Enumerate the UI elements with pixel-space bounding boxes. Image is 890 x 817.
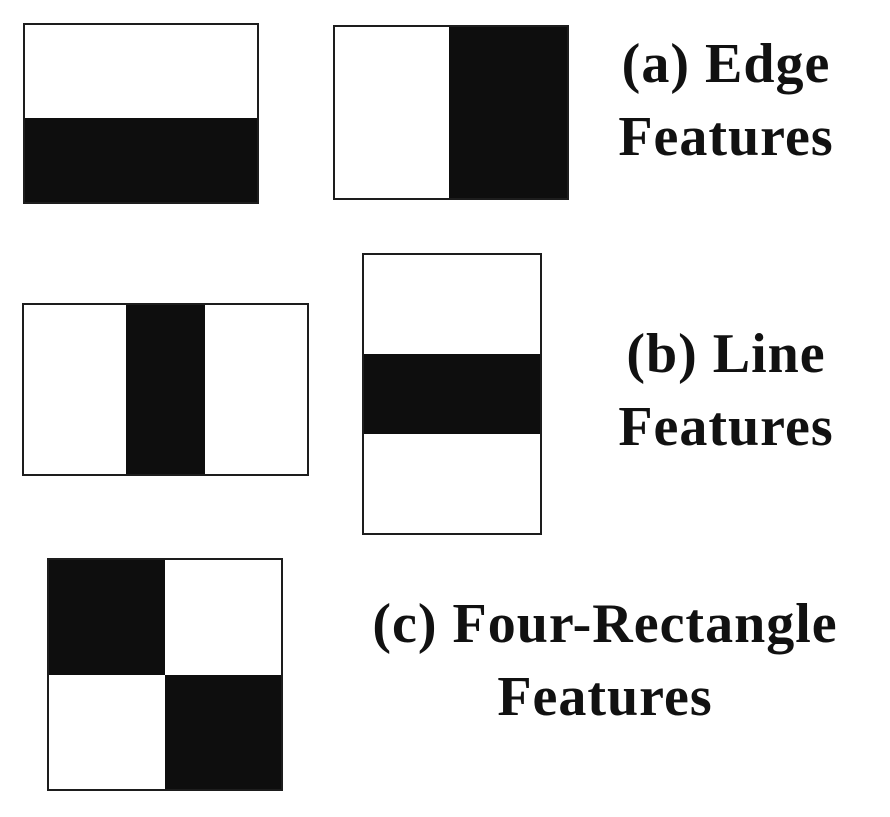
label-edge-features-line2: Features <box>618 105 834 168</box>
feature-line-vertical <box>22 303 309 476</box>
label-line-features: (b) Line Features <box>576 318 876 464</box>
horizontal-edge-feature-segment-white <box>25 25 257 118</box>
feature-line-horizontal <box>362 253 542 535</box>
feature-edge-horizontal <box>23 23 259 204</box>
vertical-edge-feature-segment-black <box>448 27 567 198</box>
label-four-rectangle-features: (c) Four-Rectangle Features <box>345 588 865 734</box>
label-line-features-line1: (b) Line <box>626 323 826 385</box>
vertical-line-feature-segment-white <box>24 305 126 474</box>
horizontal-line-feature-segment-white <box>364 255 540 354</box>
label-four-rectangle-features-line2: Features <box>497 665 713 728</box>
horizontal-line-feature-segment-black <box>364 353 540 435</box>
label-line-features-line2: Features <box>618 395 834 458</box>
four-rectangle-feature-segment-white <box>49 674 165 789</box>
four-rectangle-feature-segment-black <box>49 560 165 675</box>
feature-edge-vertical <box>333 25 569 200</box>
vertical-line-feature-segment-black <box>125 305 206 474</box>
horizontal-line-feature-segment-white <box>364 434 540 533</box>
four-rectangle-feature-segment-white <box>165 560 281 675</box>
four-rectangle-feature-segment-black <box>165 674 281 789</box>
horizontal-edge-feature-segment-black <box>25 117 257 202</box>
vertical-line-feature-segment-white <box>205 305 307 474</box>
feature-four-rectangle <box>47 558 283 791</box>
label-four-rectangle-features-line1: (c) Four-Rectangle <box>372 593 838 655</box>
label-edge-features-line1: (a) Edge <box>621 33 831 95</box>
vertical-edge-feature-segment-white <box>335 27 449 198</box>
label-edge-features: (a) Edge Features <box>576 28 876 174</box>
